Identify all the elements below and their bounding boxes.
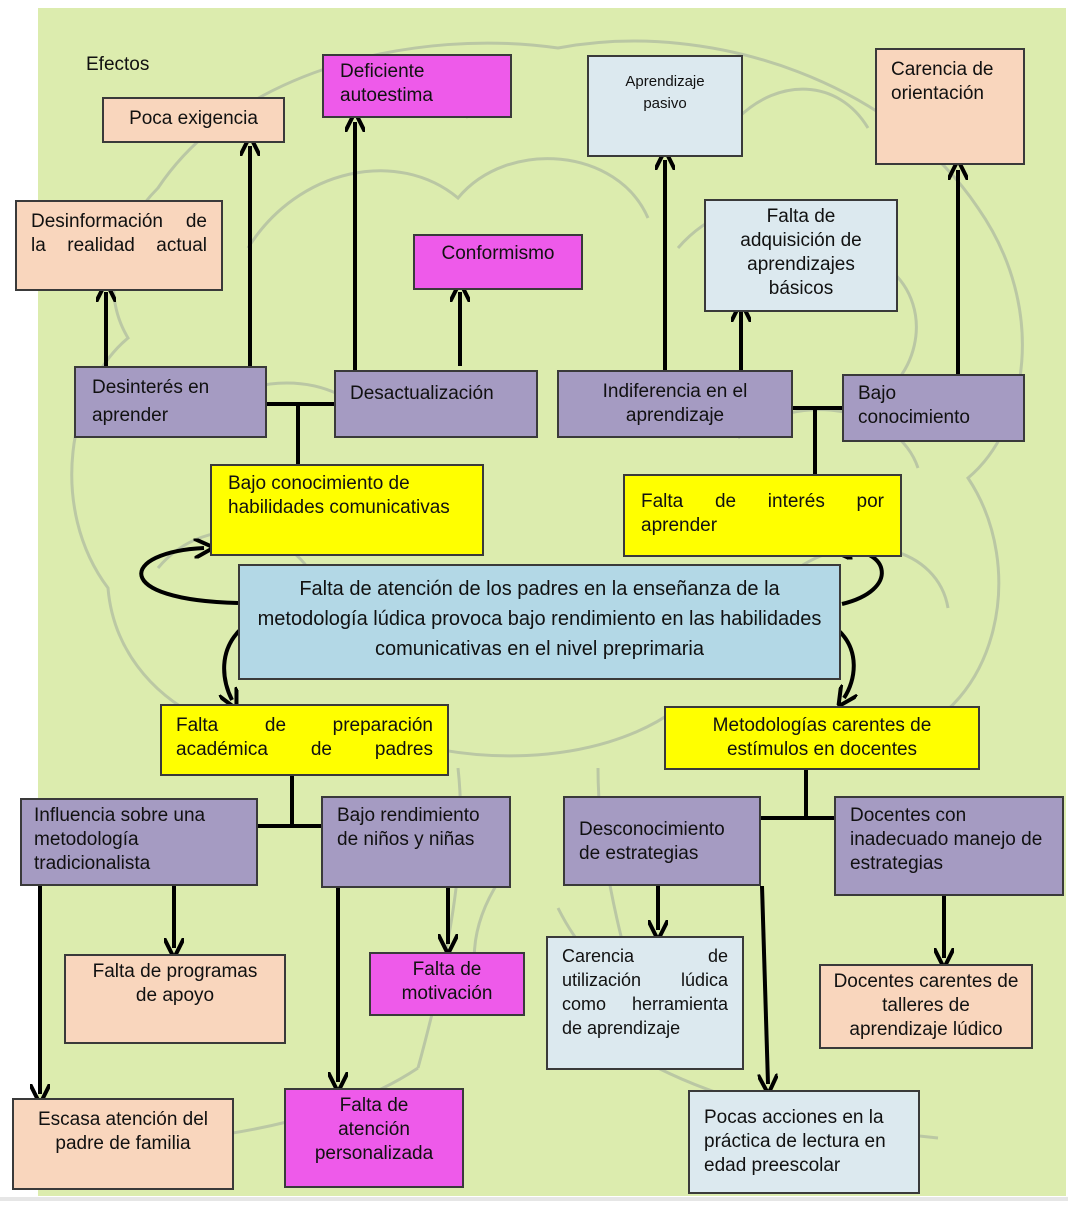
effect-aprendizaje-pasivo: Aprendizaje pasivo [587, 55, 743, 157]
node-bajo-conocimiento: Bajo conocimiento [842, 374, 1025, 442]
cause-bajo-conocimiento-hab: Bajo conocimiento de habilidades comunic… [210, 464, 484, 556]
node-bajo-rendimiento: Bajo rendimiento de niños y niñas [321, 796, 511, 888]
section-title: Efectos [86, 54, 150, 75]
arrow-central-to-metodologias [838, 628, 854, 698]
effect-conformismo: Conformismo [413, 234, 583, 290]
effect-docentes-carentes: Docentes carentes de talleres de aprendi… [819, 964, 1033, 1049]
effect-poca-exigencia: Poca exigencia [102, 97, 285, 143]
effect-falta-motivacion: Falta de motivación [369, 952, 525, 1016]
node-desinteres: Desinterés en aprender [74, 366, 267, 438]
arrow-to-pocas-acciones [762, 885, 768, 1084]
central-problem: Falta de atención de los padres en la en… [238, 564, 841, 680]
arrow-central-to-preparacion [224, 626, 244, 700]
effect-falta-atencion-personalizada: Falta de atención personalizada [284, 1088, 464, 1188]
effect-desinformacion: Desinformación de la realidad actual [15, 200, 223, 291]
arrow-central-to-habilidades [139, 548, 239, 605]
cause-metodologias-carentes: Metodologías carentes de estímulos en do… [664, 706, 980, 770]
node-indiferencia: Indiferencia en el aprendizaje [557, 370, 793, 438]
node-docentes-inadecuado: Docentes con inadecuado manejo de estrat… [834, 796, 1064, 896]
effect-falta-programas: Falta de programas de apoyo [64, 954, 286, 1044]
effect-deficiente-autoestima: Deficiente autoestima [322, 54, 512, 118]
cause-falta-preparacion: Falta de preparación académica de padres [160, 704, 449, 776]
bottom-divider [0, 1197, 1068, 1201]
effect-falta-adquisicion: Falta de adquisición de aprendizajes bás… [704, 199, 898, 312]
node-desconocimiento: Desconocimiento de estrategias [563, 796, 761, 886]
effect-carencia-utilizacion: Carencia de utilización lúdica como herr… [546, 936, 744, 1070]
node-desactualizacion: Desactualización [334, 370, 538, 438]
effect-escasa-atencion: Escasa atención del padre de familia [12, 1098, 234, 1190]
arrow-central-to-interes [842, 550, 884, 606]
node-influencia: Influencia sobre una metodología tradici… [20, 798, 258, 886]
cause-falta-interes: Falta de interés por aprender [623, 474, 902, 557]
effect-carencia-orientacion: Carencia de orientación [875, 48, 1025, 165]
effect-pocas-acciones: Pocas acciones en la práctica de lectura… [688, 1090, 920, 1194]
